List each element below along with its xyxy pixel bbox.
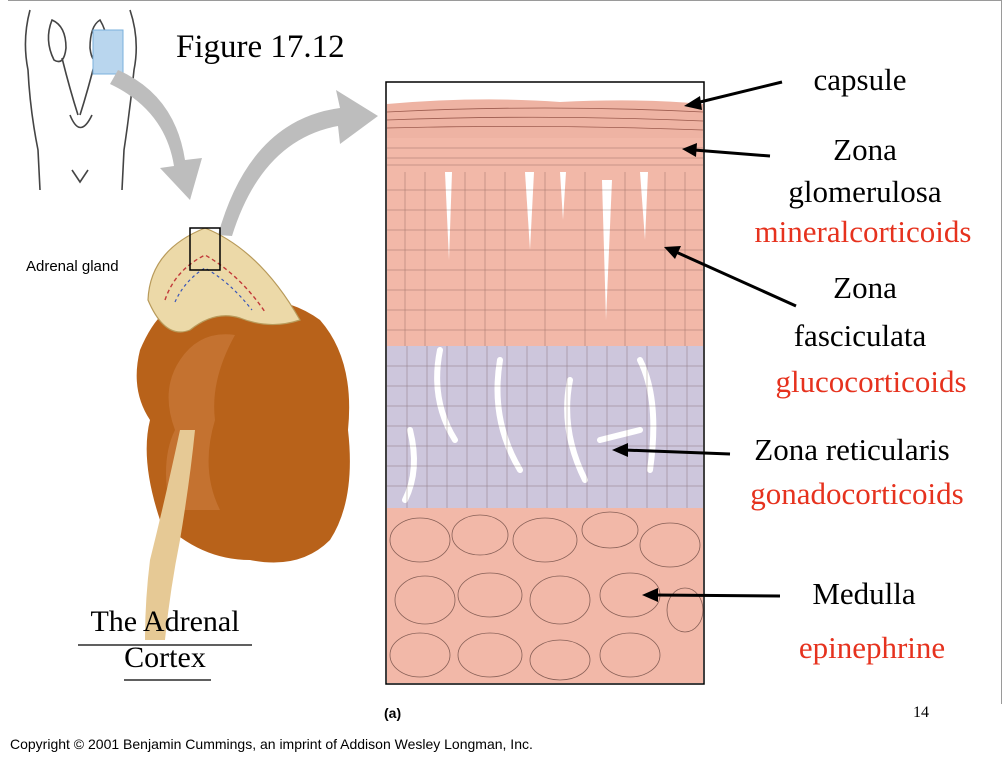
panel-label: (a) [384,704,401,722]
magnify-arrows [110,70,378,236]
kidney-illustration [137,298,350,641]
reticularis-label: Zona reticularis [728,432,976,468]
caption-line-1: The Adrenal [60,604,270,640]
glomerulosa-label-line-1: Zona [790,132,940,168]
medulla-hormone: epinephrine [780,630,964,666]
caption-line-2: Cortex [60,640,270,676]
glomerulosa-layer [387,138,703,172]
medulla-label: Medulla [790,576,938,612]
adrenal-gland-label: Adrenal gland [26,258,119,276]
fasciculata-label-line-2: fasciculata [778,318,942,354]
copyright-notice: Copyright © 2001 Benjamin Cummings, an i… [10,735,533,753]
capsule-label: capsule [790,62,930,98]
fasciculata-hormone: glucocorticoids [760,364,982,400]
reticularis-hormone: gonadocorticoids [722,476,992,512]
fasciculata-label-line-1: Zona [790,270,940,306]
glomerulosa-label-line-2: glomerulosa [778,174,952,210]
highlight-box [93,30,123,74]
figure-label: Figure 17.12 [176,28,345,66]
page-number: 14 [913,703,929,723]
glomerulosa-hormone: mineralcorticoids [732,214,994,250]
